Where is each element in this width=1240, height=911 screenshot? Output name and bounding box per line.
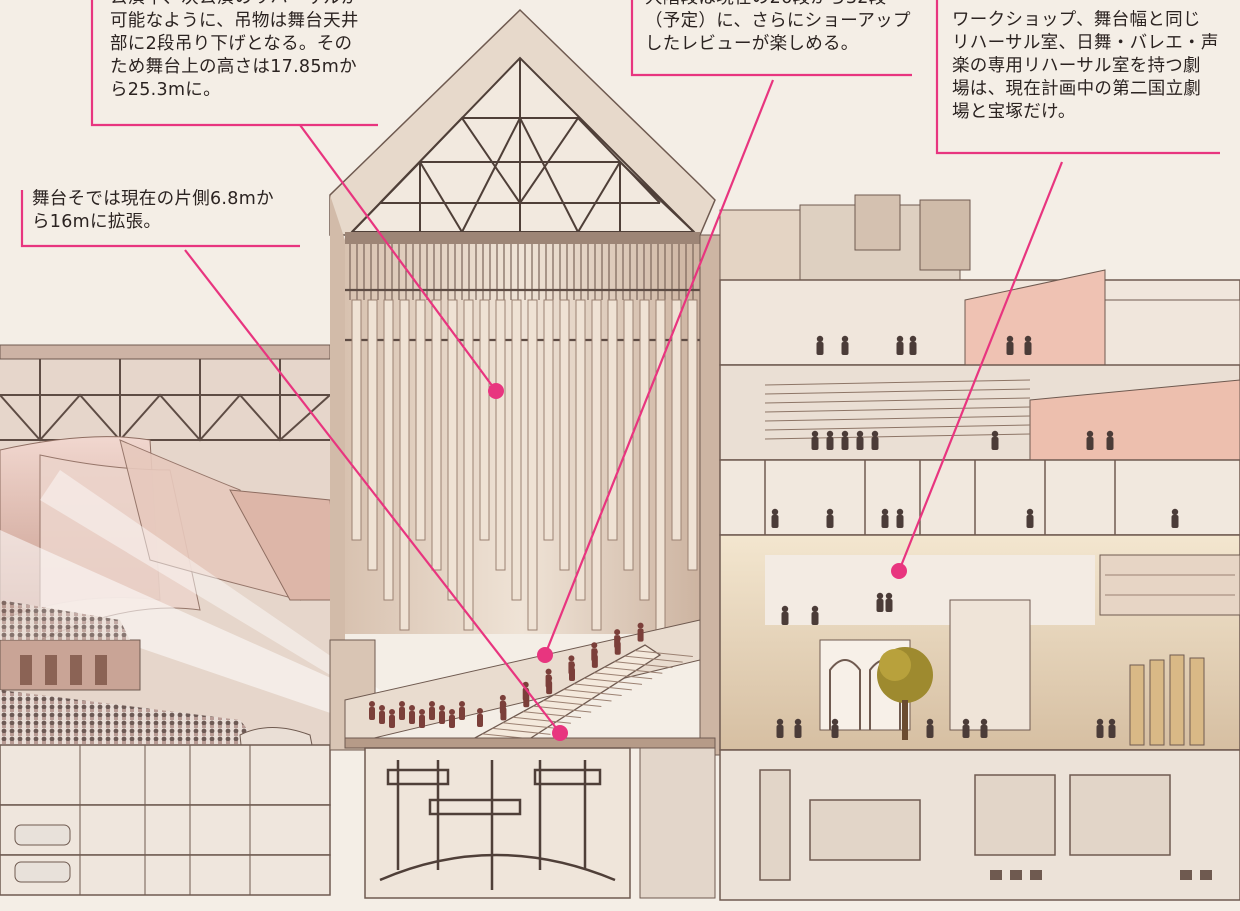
leader-flyloft-pointer xyxy=(299,124,497,392)
callout-flyloft-line: ら25.3mに。 xyxy=(110,80,221,100)
flyloft-marker xyxy=(488,383,504,399)
callout-staircase-line: 大階段は現在の26段から32段 xyxy=(645,0,911,10)
callout-flyloft: 公演中、次公演のリハーサルが 可能なように、吊物は舞台天井 部に2段吊り下げとな… xyxy=(110,0,359,102)
callout-flyloft-line: 部に2段吊り下げとなる。その xyxy=(110,34,353,54)
callout-flyloft-line: 公演中、次公演のリハーサルが xyxy=(110,0,359,10)
callout-staircase-line: したレビューが楽しめる。 xyxy=(645,34,859,54)
callout-rehearsal-line: 場と宝塚だけ。 xyxy=(952,102,1076,122)
callout-rehearsal-line: ワークショップ、舞台幅と同じ xyxy=(952,10,1201,30)
callout-wings: 舞台そでは現在の片側6.8mか ら16mに拡張。 xyxy=(32,188,274,234)
stage-area xyxy=(344,619,716,899)
callout-rehearsal-line: リハーサル室、日舞・バレエ・声 xyxy=(952,33,1219,53)
wings-marker xyxy=(552,725,568,741)
auditorium xyxy=(0,344,380,896)
leader-staircase xyxy=(630,0,912,77)
callout-wings-line: ら16mに拡張。 xyxy=(32,212,162,232)
callout-staircase-line: （予定）に、さらにショーアップ xyxy=(645,11,911,31)
callout-rehearsal-line: 場は、現在計画中の第二国立劇 xyxy=(952,79,1202,99)
rehearsal-complex xyxy=(719,194,1240,901)
leader-rehearsal xyxy=(935,0,1220,155)
staircase-marker xyxy=(537,647,553,663)
callout-staircase: 大階段は現在の26段から32段 （予定）に、さらにショーアップ したレビューが楽… xyxy=(645,0,911,56)
callout-rehearsal: ワークショップ、舞台幅と同じ リハーサル室、日舞・バレエ・声 楽の専用リハーサル… xyxy=(952,9,1219,124)
leader-flyloft xyxy=(90,0,378,127)
callout-wings-line: 舞台そでは現在の片側6.8mか xyxy=(32,189,274,209)
callout-rehearsal-line: 楽の専用リハーサル室を持つ劇 xyxy=(952,56,1201,76)
callout-flyloft-line: ため舞台上の高さは17.85mか xyxy=(110,57,357,77)
leader-wings-pointer xyxy=(184,249,561,734)
callout-leader-lines xyxy=(20,0,1220,734)
leader-wings xyxy=(20,190,300,248)
leader-rehearsal-pointer xyxy=(897,161,1064,572)
leader-staircase-pointer xyxy=(543,79,775,656)
rehearsal-marker xyxy=(891,563,907,579)
callout-flyloft-line: 可能なように、吊物は舞台天井 xyxy=(110,11,359,31)
fly-tower xyxy=(329,8,721,756)
